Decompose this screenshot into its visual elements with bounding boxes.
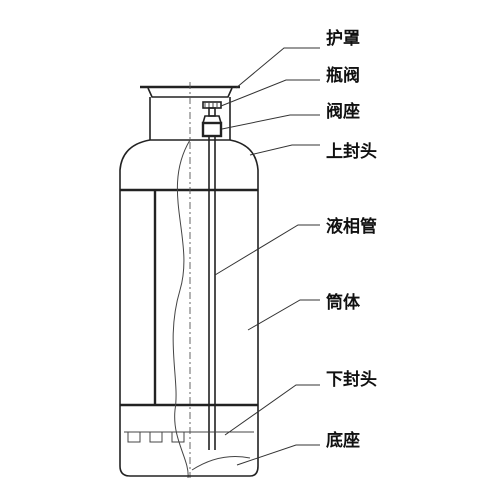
- label-di-zuo: 底座: [326, 430, 360, 451]
- leader-ping-fa: [220, 79, 320, 107]
- label-tong-ti: 筒体: [326, 292, 361, 313]
- cylinder-valve: [201, 101, 223, 124]
- lower-head: [119, 405, 259, 443]
- leader-di-zuo: [236, 444, 320, 466]
- label-shang-feng-tou: 上封头: [326, 141, 377, 162]
- valve-seat: [201, 121, 223, 138]
- cylinder-body: [119, 190, 259, 407]
- leader-ye-xiang-guan: [214, 224, 320, 276]
- leader-lines: [214, 47, 320, 466]
- label-ye-xiang-guan: 液相管: [326, 216, 377, 237]
- leader-xia-feng-tou: [224, 384, 320, 436]
- label-hu-zhao: 护罩: [326, 28, 360, 49]
- base: [119, 432, 259, 477]
- label-ping-fa: 瓶阀: [326, 65, 360, 86]
- label-fa-zuo: 阀座: [326, 101, 360, 122]
- leader-shang-feng-tou: [249, 144, 320, 156]
- liquid-phase-tube: [208, 136, 216, 450]
- leader-hu-zhao: [235, 47, 320, 89]
- label-xia-feng-tou: 下封头: [326, 369, 377, 390]
- upper-head: [119, 139, 259, 192]
- leader-fa-zuo: [221, 114, 320, 130]
- cutaway-line: [172, 139, 191, 479]
- leader-tong-ti: [247, 299, 320, 331]
